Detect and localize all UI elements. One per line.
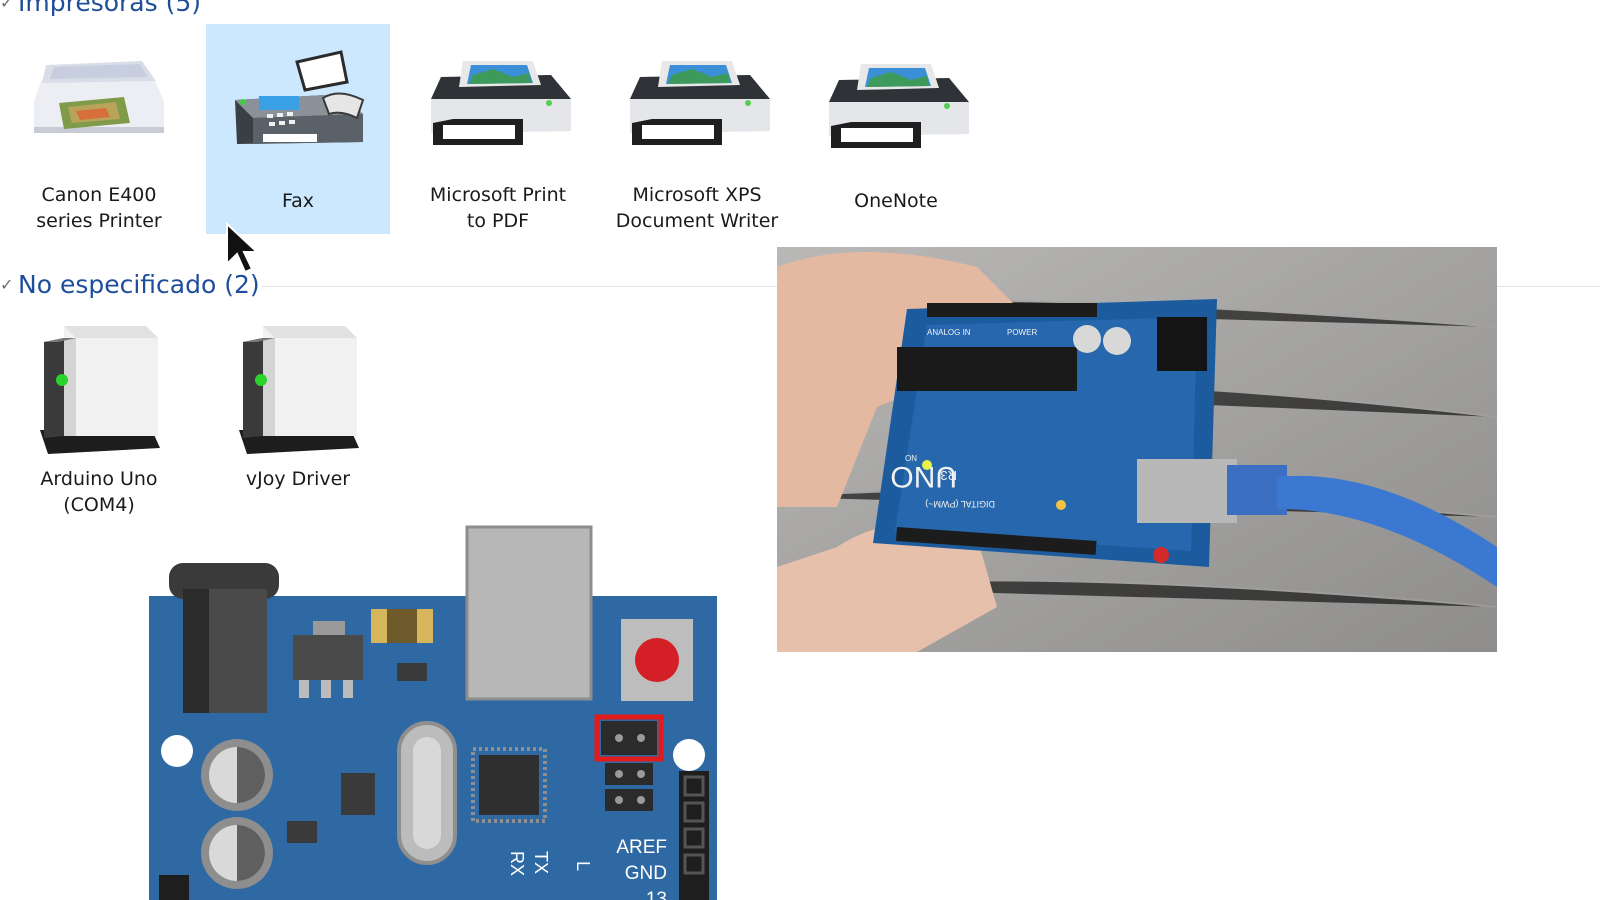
rx-label: RX <box>507 851 527 876</box>
device-label: Arduino Uno (COM4) <box>40 468 158 516</box>
group-header-unspecified[interactable]: ✓ No especificado (2) <box>0 266 260 302</box>
group-divider <box>262 286 777 287</box>
device-tile-canon[interactable]: Canon E400 series Printer <box>7 24 191 234</box>
photo-power-text: POWER <box>1007 328 1037 337</box>
photo-r3-text: R3 <box>940 468 957 483</box>
group-header-printers[interactable]: ✓ Impresoras (5) <box>0 0 201 20</box>
printer-icon <box>816 24 976 174</box>
group-divider <box>1497 286 1600 287</box>
pin13-label: 13 <box>646 889 667 900</box>
gnd-label: GND <box>625 863 667 884</box>
device-tile-print-to-pdf[interactable]: Microsoft Print to PDF <box>406 24 590 234</box>
photo-digital-text: DIGITAL (PWM~) <box>925 499 995 509</box>
device-tile-onenote[interactable]: OneNote <box>804 24 988 234</box>
device-tile-arduino-uno[interactable]: Arduino Uno (COM4) <box>7 312 191 522</box>
mouse-cursor-icon <box>226 222 259 274</box>
reset-button <box>635 638 679 682</box>
l-label: L <box>573 861 593 871</box>
device-label: Canon E400 series Printer <box>36 184 162 232</box>
device-label: OneNote <box>854 190 938 212</box>
highlight-box <box>594 714 664 762</box>
photo-on-text: ON <box>905 454 917 463</box>
device-label: vJoy Driver <box>245 468 351 490</box>
group-title-printers: Impresoras (5) <box>18 0 202 17</box>
inkjet-printer-icon <box>19 24 179 168</box>
device-label: Fax <box>281 190 315 212</box>
chevron-down-icon[interactable]: ✓ <box>0 0 14 12</box>
device-box-icon <box>19 312 179 462</box>
fax-icon <box>218 24 378 174</box>
device-label: Microsoft XPS Document Writer <box>615 184 779 232</box>
arduino-board-illustration: RX TX L AREF GND 13 <box>149 525 717 900</box>
photo-analog-text: ANALOG IN <box>927 328 971 337</box>
device-tile-xps-writer[interactable]: Microsoft XPS Document Writer <box>605 24 789 234</box>
usb-connector <box>465 525 593 701</box>
device-label: Microsoft Print to PDF <box>429 184 567 232</box>
printer-icon <box>418 24 578 168</box>
arduino-photo: UNO R3 DIGITAL (PWM~) ANALOG IN POWER ON <box>777 247 1497 652</box>
printer-icon <box>617 24 777 168</box>
device-tile-fax[interactable]: Fax <box>206 24 390 234</box>
chevron-down-icon[interactable]: ✓ <box>0 274 14 294</box>
aref-label: AREF <box>616 837 667 858</box>
device-box-icon <box>218 312 378 462</box>
photo-uno-text: UNO <box>890 460 957 493</box>
tx-label: TX <box>531 851 551 874</box>
device-tile-vjoy-driver[interactable]: vJoy Driver <box>206 312 390 522</box>
group-title-unspecified: No especificado (2) <box>18 269 260 299</box>
